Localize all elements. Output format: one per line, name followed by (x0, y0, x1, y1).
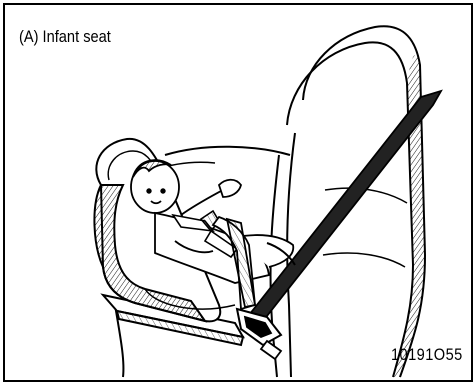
figure-id-label: 10191O55 (391, 345, 463, 365)
infant-seat-illustration (5, 5, 471, 380)
figure-caption: (A) Infant seat (19, 27, 111, 47)
figure-frame: (A) Infant seat 10191O55 (3, 3, 473, 382)
